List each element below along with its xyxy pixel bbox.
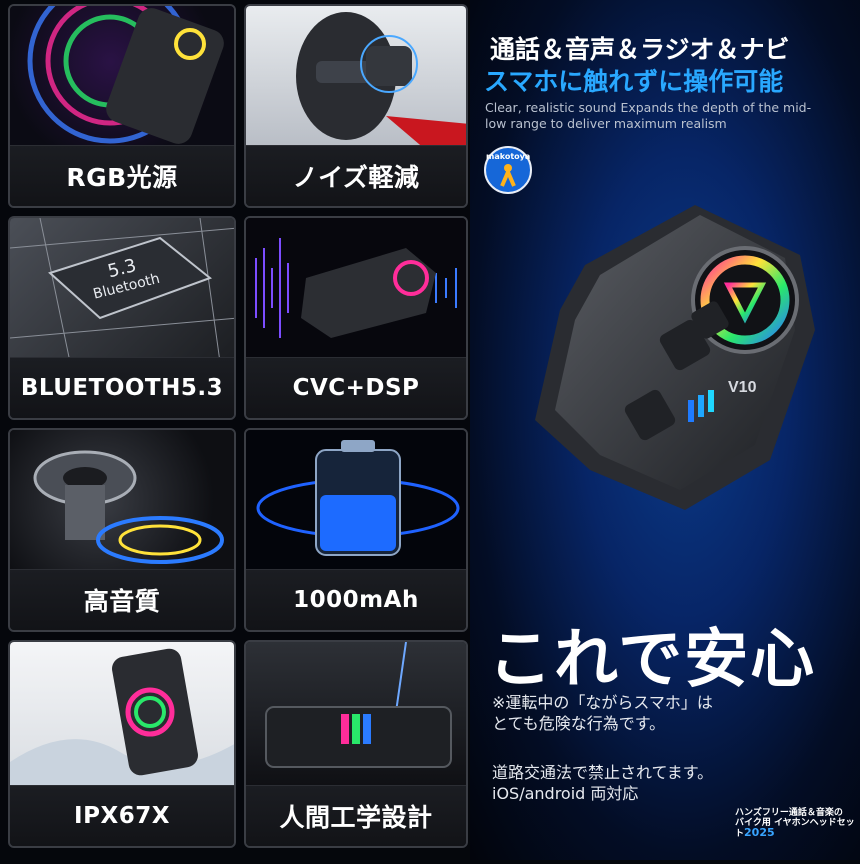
brand-logo: makotoya — [484, 146, 532, 194]
safety-notice-line2: とても危険な行為です。 — [492, 714, 666, 733]
compat-line2: iOS/android 両対応 — [492, 784, 639, 803]
feature-tile-rgb: RGB光源 — [8, 4, 236, 208]
feature-label: IPX67X — [10, 785, 234, 846]
headline-subtitle: Clear, realistic sound Expands the depth… — [485, 100, 812, 131]
waveform-art — [246, 218, 466, 358]
feature-label: 人間工学設計 — [246, 785, 466, 846]
product-badge-line1: ハンズフリー通話＆音楽の — [735, 808, 843, 818]
feature-tile-sound: 高音質 — [8, 428, 236, 632]
safety-notice: ※運転中の「ながらスマホ」は とても危険な行為です。 — [492, 692, 713, 734]
splash-art — [10, 642, 234, 790]
battery-art — [246, 430, 466, 570]
product-badge-year: 2025 — [744, 826, 775, 839]
mount-art — [246, 642, 466, 786]
feature-tile-battery: 1000mAh — [244, 428, 468, 632]
headline-line1: 通話＆音声＆ラジオ＆ナビ — [490, 35, 790, 64]
rider-art — [246, 6, 466, 150]
hero-device-illustration: V10 — [535, 205, 815, 510]
feature-tile-bluetooth: 5.3 Bluetooth BLUETOOTH5.3 — [8, 216, 236, 420]
safety-notice-line1: ※運転中の「ながらスマホ」は — [492, 693, 713, 712]
feature-label: ノイズ軽減 — [246, 145, 466, 206]
feature-tile-ergonomic: 人間工学設計 — [244, 640, 468, 848]
slogan: これで安心 — [488, 623, 817, 697]
chip-art: 5.3 Bluetooth — [10, 218, 234, 363]
feature-label: BLUETOOTH5.3 — [10, 357, 234, 418]
feature-label: RGB光源 — [10, 145, 234, 206]
feature-tile-waterproof: IPX67X — [8, 640, 236, 848]
product-badge: ハンズフリー通話＆音楽の バイク用 イヤホンヘッドセット2025 — [735, 808, 860, 839]
feature-tile-cvc: CVC+DSP — [244, 216, 468, 420]
brand-logo-text: makotoya — [486, 152, 531, 161]
device-icon — [106, 8, 224, 144]
speaker-art — [10, 430, 234, 570]
feature-tile-noise: ノイズ軽減 — [244, 4, 468, 208]
feature-label: 高音質 — [10, 569, 234, 630]
device-icon — [301, 248, 436, 338]
feature-label: CVC+DSP — [246, 357, 466, 418]
rgb-art — [10, 6, 234, 146]
compat-notice: 道路交通法で禁止されてます。 iOS/android 両対応 — [492, 762, 713, 804]
feature-label: 1000mAh — [246, 569, 466, 630]
compat-line1: 道路交通法で禁止されてます。 — [492, 763, 714, 782]
chip-icon — [48, 236, 213, 320]
device-model-label: V10 — [728, 379, 757, 396]
product-badge-line2: バイク用 イヤホンヘッドセット — [735, 818, 855, 839]
person-icon — [500, 164, 516, 187]
headline-line2: スマホに触れずに操作可能 — [484, 67, 784, 96]
device-icon — [112, 648, 198, 776]
hero-panel: V10 — [470, 0, 860, 860]
